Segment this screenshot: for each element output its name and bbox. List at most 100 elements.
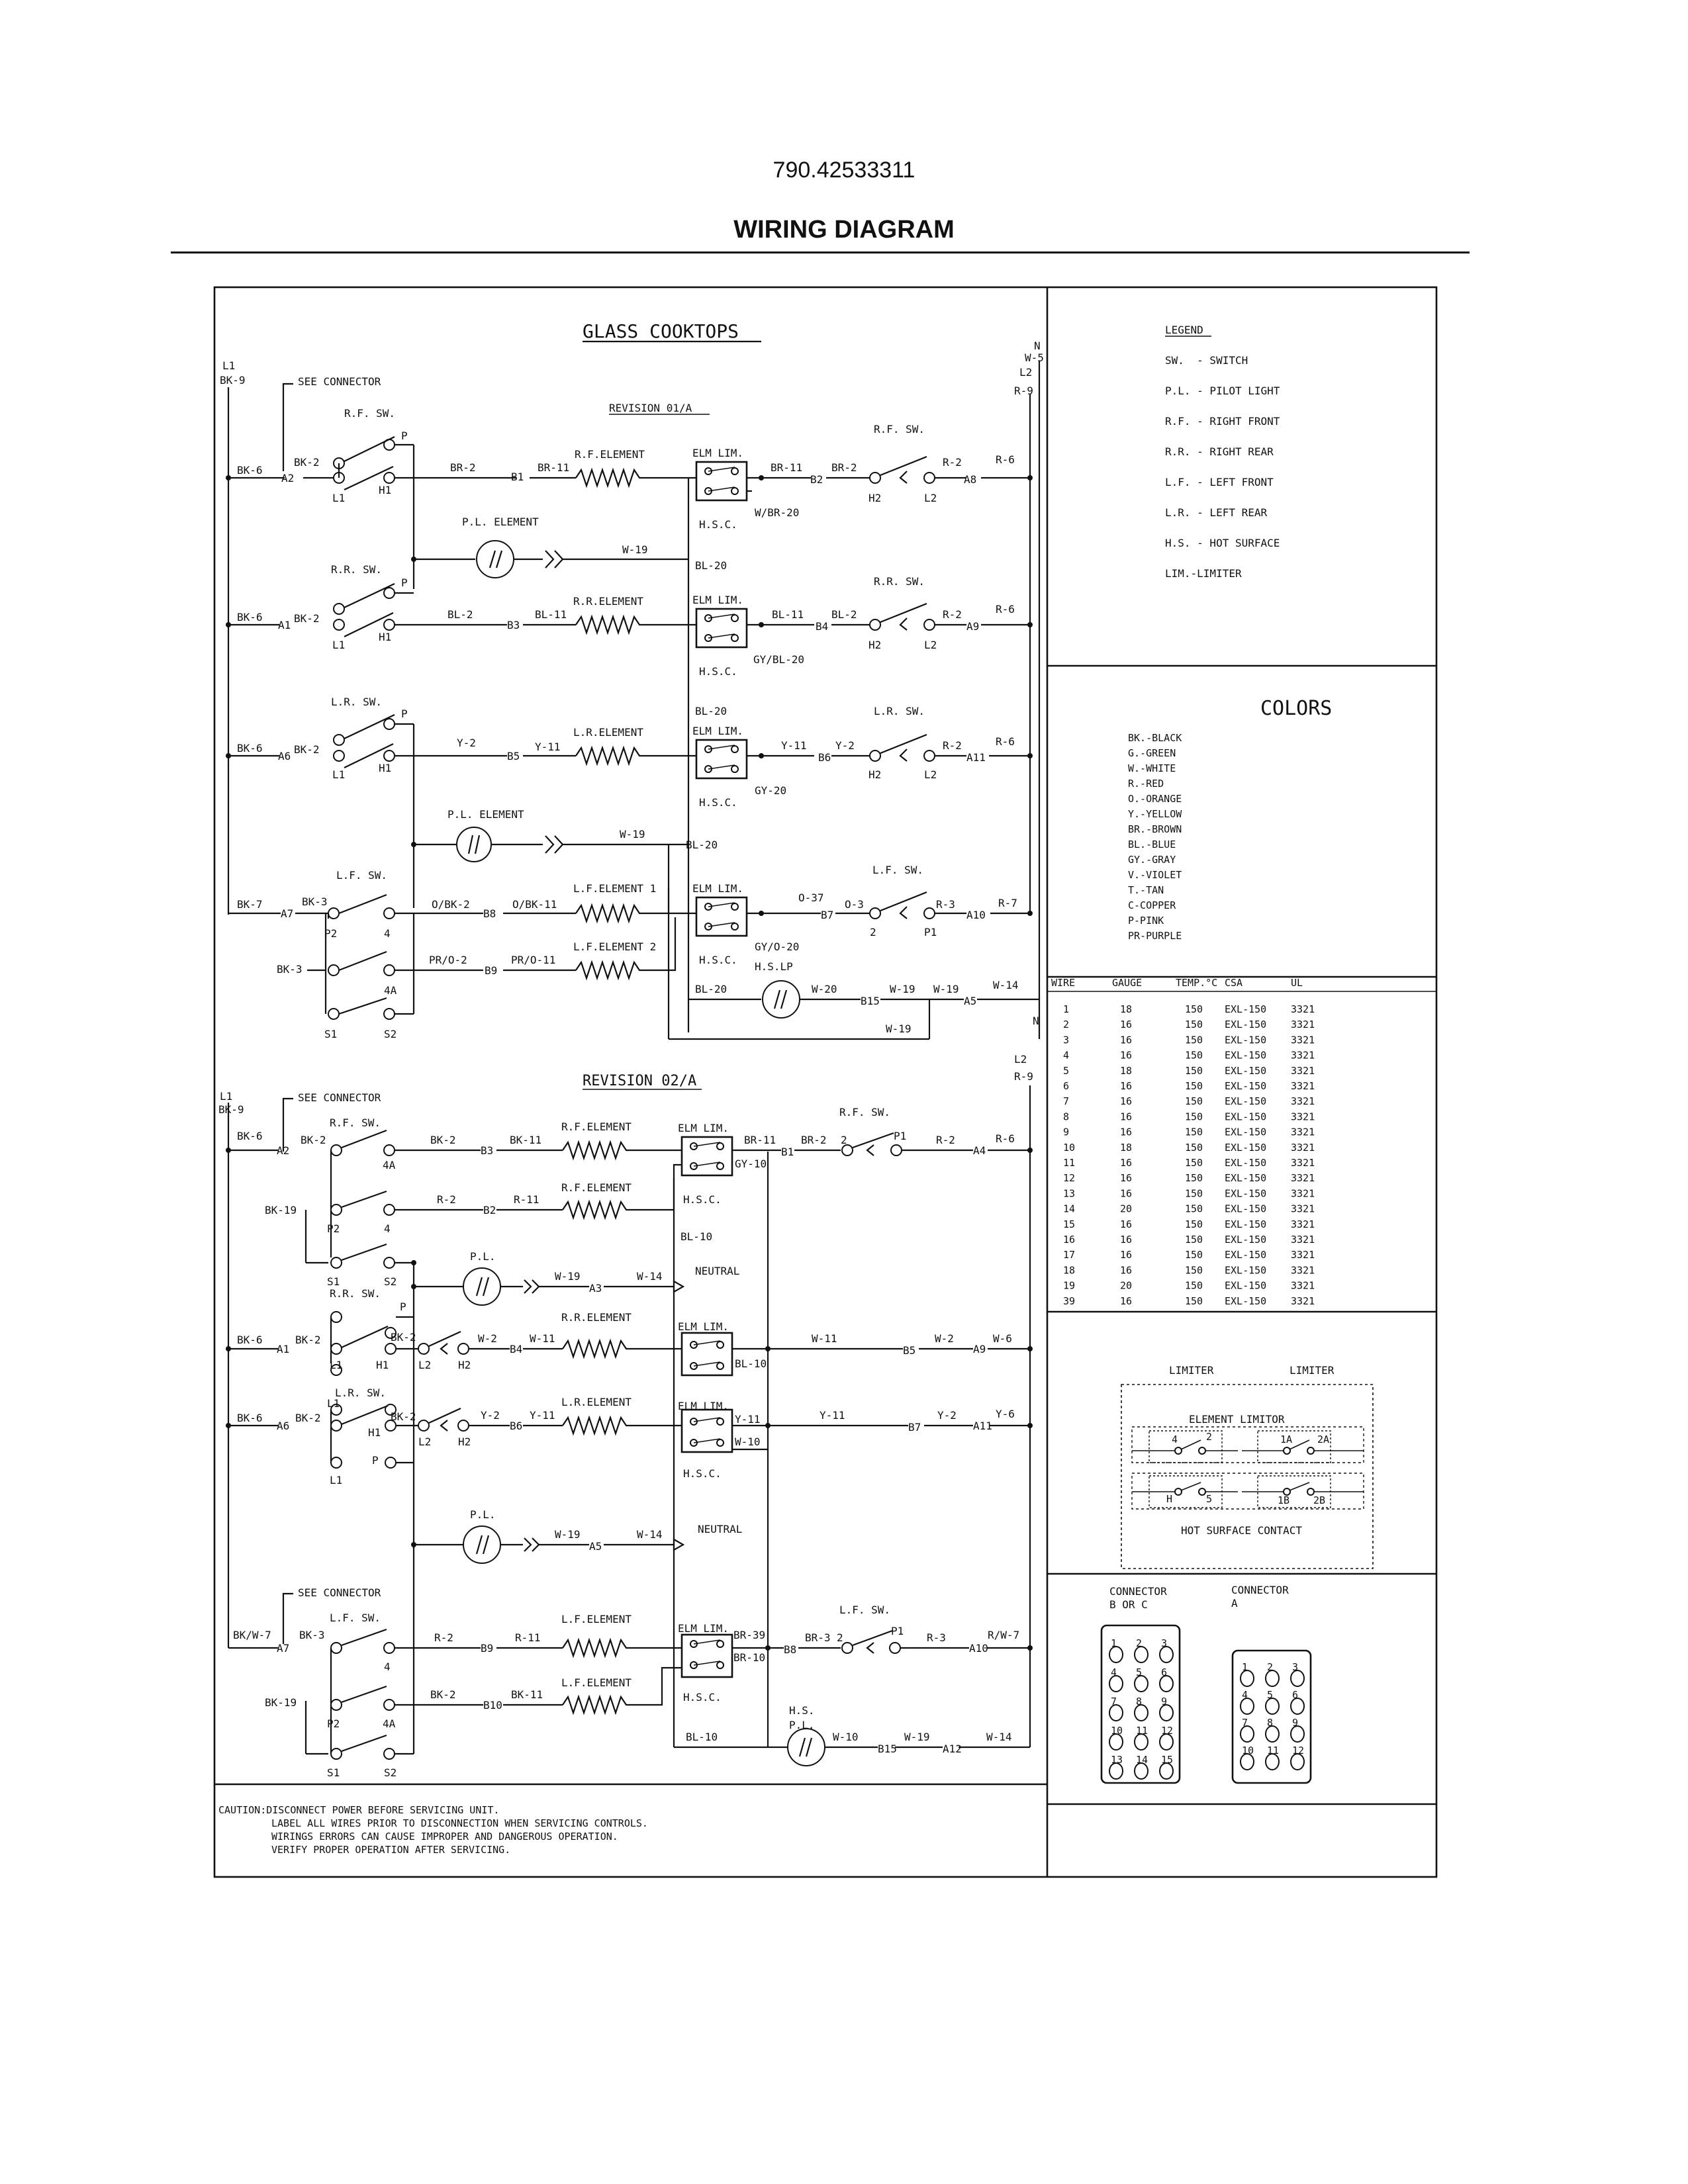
svg-text:SEE CONNECTOR: SEE CONNECTOR [298, 1586, 381, 1599]
svg-text:H1: H1 [368, 1426, 381, 1439]
svg-text:L2: L2 [418, 1359, 431, 1371]
wire-table-cell: 3321 [1291, 1280, 1315, 1292]
connector-pin-label: 3 [1161, 1637, 1167, 1649]
svg-text:L.R. SW.: L.R. SW. [335, 1387, 386, 1399]
svg-text:A11: A11 [973, 1420, 992, 1432]
connector-pin-label: 4 [1242, 1689, 1248, 1701]
svg-text:4: 4 [1172, 1433, 1178, 1445]
wire-table-cell: 16 [1120, 1095, 1132, 1107]
svg-text:P2: P2 [324, 927, 337, 940]
connector-pin-label: 11 [1136, 1725, 1148, 1737]
wire-table-cell: 3321 [1291, 1203, 1315, 1215]
svg-text:P.L.: P.L. [470, 1508, 496, 1521]
wire-table-cell: 150 [1185, 1126, 1203, 1138]
connector-pin [1240, 1753, 1254, 1770]
wire-table-cell: EXL-150 [1225, 1142, 1266, 1154]
rev1-label: REVISION 01/A [609, 402, 692, 414]
svg-text:O/BK-11: O/BK-11 [512, 898, 557, 911]
svg-text:R-6: R-6 [996, 603, 1015, 615]
wire-table-header: GAUGE [1112, 977, 1142, 989]
svg-text:Y-11: Y-11 [530, 1409, 555, 1422]
hot-surface-contact-label: HOT SURFACE CONTACT [1181, 1524, 1302, 1537]
wire-table-cell: 150 [1185, 1218, 1203, 1230]
connector-pin-label: 12 [1161, 1725, 1173, 1737]
wire-table-cell: EXL-150 [1225, 1203, 1266, 1215]
wire-table-cell: EXL-150 [1225, 1126, 1266, 1138]
wire-table-cell: 14 [1063, 1203, 1075, 1215]
svg-text:5: 5 [1206, 1493, 1212, 1505]
rev1-pl-element-2: P.L. ELEMENT W-19 BL-20 [411, 724, 718, 908]
wire-table-cell: 6 [1063, 1080, 1069, 1092]
svg-text:L.F. SW.: L.F. SW. [839, 1604, 890, 1616]
svg-text:L.F.ELEMENT: L.F.ELEMENT [561, 1676, 632, 1689]
wire-table-cell: 150 [1185, 1187, 1203, 1199]
svg-text:ELM LIM.: ELM LIM. [678, 1320, 729, 1333]
svg-text:B7: B7 [908, 1421, 921, 1433]
svg-text:L.F. SW.: L.F. SW. [336, 869, 387, 882]
wire-table-cell: 3321 [1291, 1249, 1315, 1261]
wire-table-header: UL [1291, 977, 1303, 989]
svg-text:B4: B4 [510, 1343, 522, 1355]
svg-text:R.F.ELEMENT: R.F.ELEMENT [561, 1120, 632, 1133]
svg-text:A5: A5 [964, 995, 976, 1007]
svg-text:4: 4 [384, 1661, 391, 1673]
connector-pin [1134, 1675, 1149, 1692]
svg-text:1A: 1A [1280, 1433, 1292, 1445]
schematic-title: GLASS COOKTOPS [583, 320, 739, 342]
svg-text:L1: L1 [220, 1090, 232, 1103]
svg-text:L.R. SW.: L.R. SW. [874, 705, 925, 717]
revision-01: REVISION 01/A L1 BK-9 SEE CONNECTOR N W-… [220, 340, 1044, 1040]
wire-table-cell: 16 [1120, 1126, 1132, 1138]
wire-table-cell: 3321 [1291, 1126, 1315, 1138]
wire-table-cell: 150 [1185, 1295, 1203, 1307]
svg-text:B8: B8 [784, 1643, 796, 1656]
svg-text:ELM LIM.: ELM LIM. [678, 1400, 729, 1412]
svg-text:B4: B4 [816, 620, 828, 633]
wire-table-cell: 3321 [1291, 1080, 1315, 1092]
svg-text:B7: B7 [821, 909, 833, 921]
svg-text:BK-19: BK-19 [265, 1204, 297, 1216]
rev1-r9-label: R-9 [1014, 385, 1033, 397]
svg-text:BK-6: BK-6 [237, 611, 263, 623]
svg-text:W-10: W-10 [735, 1435, 761, 1448]
connector-pin [1290, 1670, 1305, 1687]
wire-table-cell: EXL-150 [1225, 1218, 1266, 1230]
svg-text:A4: A4 [973, 1144, 986, 1157]
svg-text:A3: A3 [589, 1282, 602, 1295]
svg-text:L1: L1 [332, 492, 345, 504]
wire-table-cell: 9 [1063, 1126, 1069, 1138]
svg-text:4A: 4A [383, 1717, 396, 1730]
svg-text:Y-2: Y-2 [457, 737, 476, 749]
svg-text:R-6: R-6 [996, 735, 1015, 748]
svg-text:BR-2: BR-2 [831, 461, 857, 474]
svg-text:L2: L2 [418, 1435, 431, 1448]
svg-text:L.F.ELEMENT 2: L.F.ELEMENT 2 [573, 940, 656, 953]
wire-table-cell: 12 [1063, 1172, 1075, 1184]
wire-table-cell: 10 [1063, 1142, 1075, 1154]
legend: LEGEND SW. - SWITCH P.L. - PILOT LIGHT R… [1165, 324, 1280, 580]
wire-table-cell: 150 [1185, 1234, 1203, 1246]
svg-text:H2: H2 [868, 768, 881, 781]
wire-table-cell: 18 [1120, 1142, 1132, 1154]
svg-text:R/W-7: R/W-7 [988, 1629, 1019, 1641]
wire-table-cell: 15 [1063, 1218, 1075, 1230]
svg-text:W-19: W-19 [555, 1270, 581, 1283]
svg-text:H.S.C.: H.S.C. [699, 796, 737, 809]
svg-text:BK-6: BK-6 [237, 464, 263, 477]
caution-line-3: WIRINGS ERRORS CAN CAUSE IMPROPER AND DA… [271, 1831, 618, 1843]
connector-pin-label: 5 [1267, 1689, 1273, 1701]
wire-table-cell: 19 [1063, 1280, 1075, 1292]
connector-pin [1240, 1725, 1254, 1743]
svg-text:W-11: W-11 [530, 1332, 555, 1345]
svg-text:R-3: R-3 [936, 898, 955, 911]
svg-text:PR/O-11: PR/O-11 [511, 954, 555, 966]
svg-text:GY-10: GY-10 [735, 1158, 767, 1170]
legend-item: R.R. - RIGHT REAR [1165, 445, 1274, 458]
svg-text:S2: S2 [384, 1028, 397, 1040]
svg-text:L.R. SW.: L.R. SW. [331, 696, 382, 708]
wire-table-cell: 150 [1185, 1003, 1203, 1015]
svg-text:L2: L2 [924, 639, 937, 651]
svg-text:2A: 2A [1317, 1433, 1329, 1445]
svg-text:R-7: R-7 [998, 897, 1017, 909]
